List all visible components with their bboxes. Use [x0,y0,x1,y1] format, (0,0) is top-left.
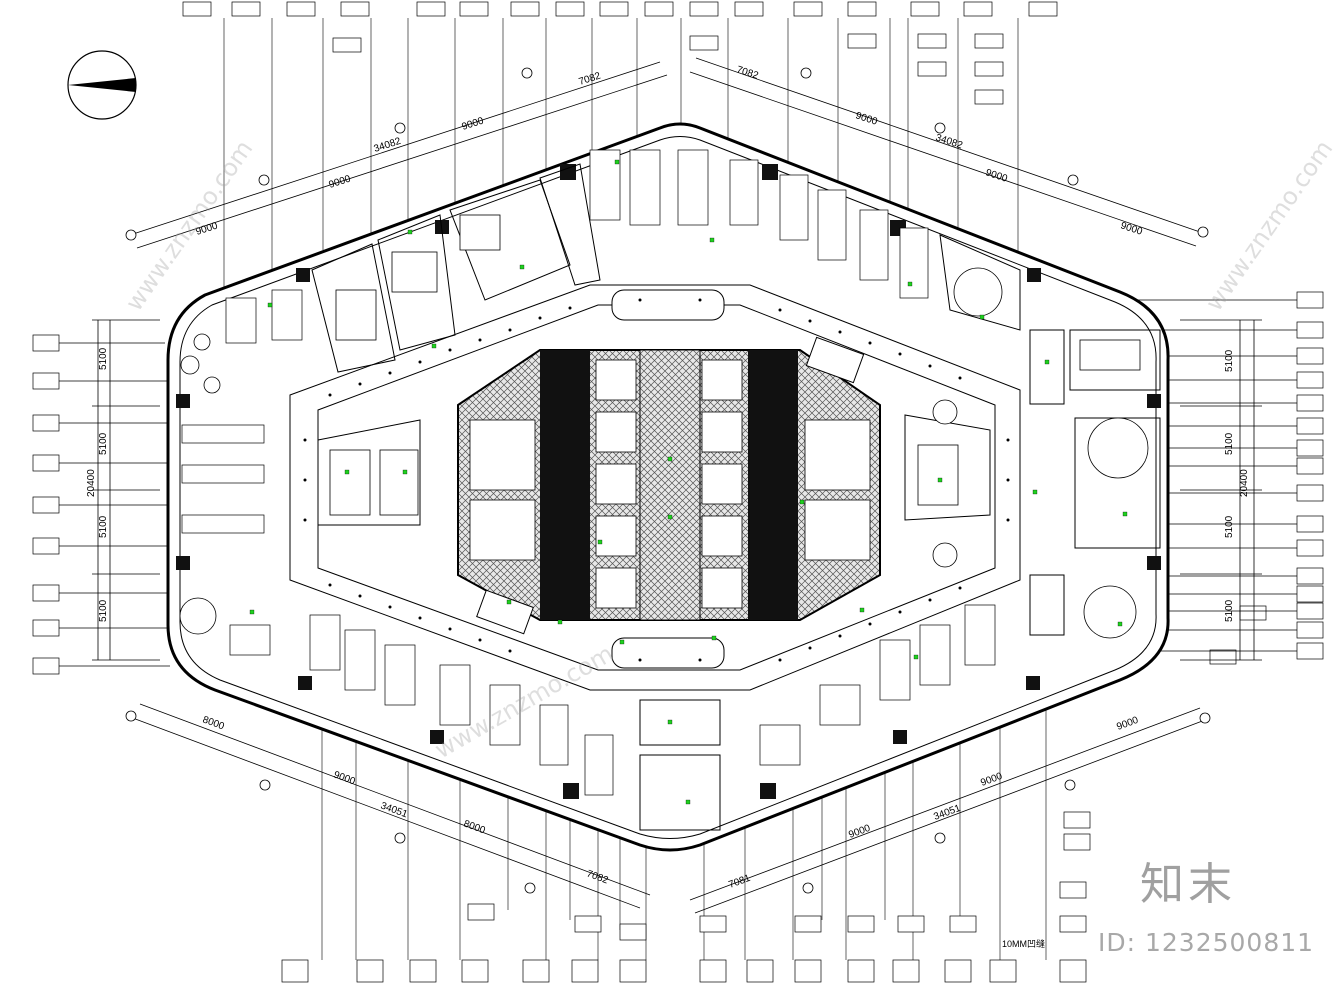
dim-bottom-right-seg-2: 9000 [847,823,872,841]
dim-bottom-right-total: 34051 [932,803,962,823]
dim-top-right-seg-3: 9000 [984,167,1009,184]
ceiling-note: 10MM凹缝 [1002,938,1045,949]
dim-right-seg-4: 5100 [1224,599,1235,622]
conference-tables [179,214,1149,639]
dim-top-right-seg-4: 9000 [1119,220,1144,237]
axis-bubbles [125,67,1211,894]
dim-left-seg-3: 5100 [98,515,109,538]
top-callout-tags [182,1,1058,105]
dim-top-right-total: 34082 [934,132,964,151]
left-callout-tags [32,334,190,675]
dim-left-seg-1: 5100 [98,347,109,370]
dim-bottom-left-seg-3: 8000 [462,818,487,836]
dim-right-seg-1: 5100 [1224,349,1235,372]
dim-left-seg-4: 5100 [98,599,109,622]
dim-top-right-seg-2: 9000 [854,110,879,127]
workstations [181,149,996,796]
dim-right-seg-2: 5100 [1224,432,1235,455]
dim-bottom-left-seg-4: 7082 [585,868,610,886]
dim-bottom-left-seg-2: 9000 [332,769,357,787]
dim-bottom-right-seg-4: 9000 [1115,715,1140,733]
bottom-callout-tags [281,811,1091,983]
dim-top-left-total: 34082 [373,136,403,155]
dim-left-seg-2: 5100 [98,432,109,455]
dim-top-right-seg-1: 7082 [735,64,760,81]
dimension-lines [92,57,1262,914]
dim-right-total: 20400 [1239,469,1250,497]
dim-bottom-right-seg-1: 7081 [727,873,752,891]
dim-top-left-seg-3: 9000 [461,115,486,132]
watermark-id: ID: 1232500811 [1098,928,1315,957]
dim-right-seg-3: 5100 [1224,515,1235,538]
watermark-logo: 知末 [1140,859,1236,910]
dim-left-total: 20400 [86,469,97,497]
dim-top-left-seg-2: 9000 [328,173,353,190]
north-arrow-icon [67,50,137,120]
device-markers [249,159,1128,805]
perimeter-rooms [311,163,1161,831]
dim-bottom-left-seg-1: 8000 [201,714,226,732]
downlights [303,298,1010,662]
building-core [457,349,881,621]
right-callout-tags [1050,291,1324,665]
